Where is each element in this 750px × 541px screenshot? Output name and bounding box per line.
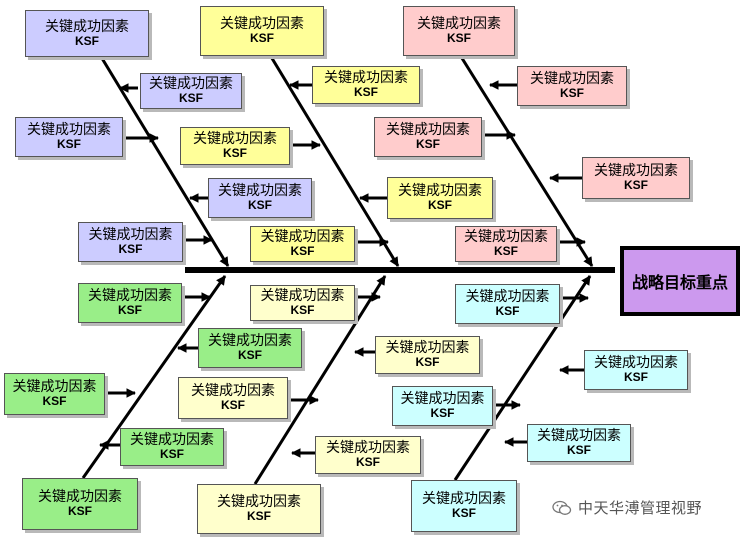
bone-lower-cream <box>253 275 387 485</box>
bone-upper-yellow <box>268 54 400 267</box>
watermark: 中天华溥管理视野 <box>552 497 702 518</box>
wechat-icon <box>552 500 572 515</box>
bone-lower-cyan <box>453 275 592 481</box>
watermark-text: 中天华溥管理视野 <box>578 499 703 517</box>
bone-upper-pink <box>458 54 594 267</box>
head-strategic-goal: 战略目标重点 <box>620 246 740 316</box>
